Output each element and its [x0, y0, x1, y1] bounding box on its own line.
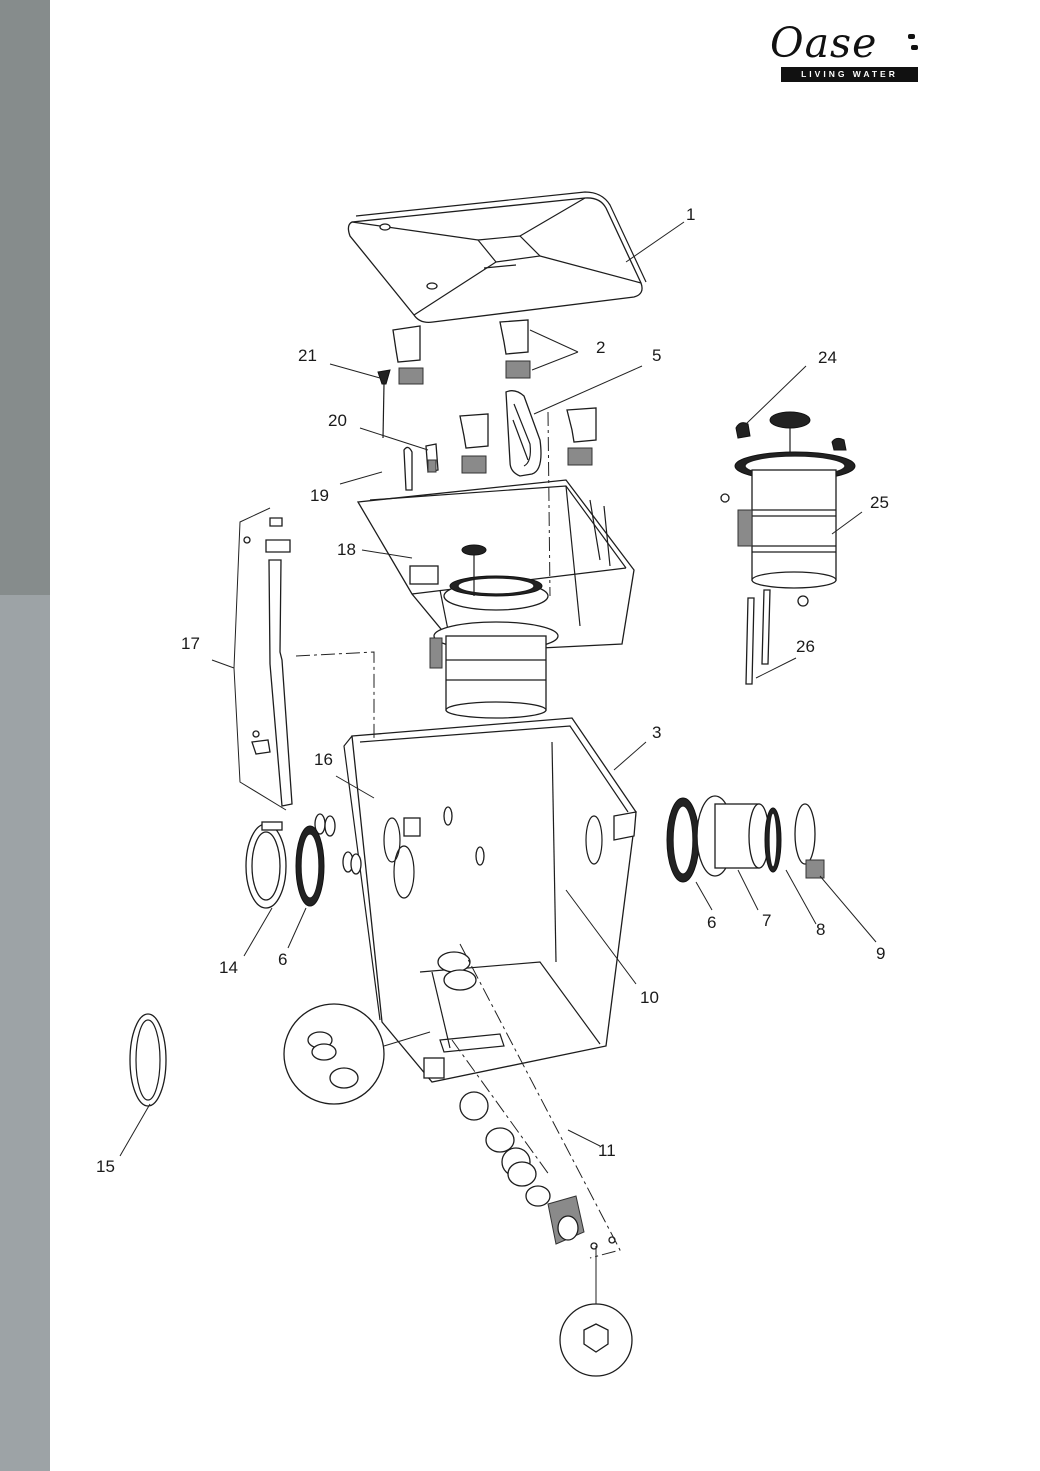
- logo-accent-mark: [911, 45, 918, 50]
- part-rods: [745, 589, 771, 685]
- leader-lines: [119, 221, 877, 1304]
- part-filter-cartridge: [720, 411, 856, 607]
- part-drain-assembly: [437, 951, 616, 1250]
- callout-10: 10: [640, 988, 659, 1007]
- brand-logo: Oase LIVING WATER: [768, 18, 918, 84]
- side-bar-upper: [0, 0, 50, 595]
- callout-18: 18: [337, 540, 356, 559]
- part-outlet-fittings-right: [666, 795, 825, 883]
- callout-8: 8: [816, 920, 826, 939]
- logo-accent-mark: [908, 34, 915, 39]
- part-pins: [377, 369, 439, 491]
- side-color-bar: [0, 0, 50, 1471]
- callout-7: 7: [762, 911, 772, 930]
- callout-25: 25: [870, 493, 889, 512]
- callout-21: 21: [298, 346, 317, 365]
- callout-6-right: 6: [707, 913, 717, 932]
- callout-15: 15: [96, 1157, 115, 1176]
- callout-2: 2: [596, 338, 606, 357]
- callout-5: 5: [652, 346, 662, 365]
- callout-19: 19: [310, 486, 329, 505]
- callout-3: 3: [652, 723, 662, 742]
- detail-circle-plug: [283, 1003, 385, 1105]
- part-ring: [129, 1013, 167, 1107]
- part-hose: [243, 517, 293, 807]
- brand-name: Oase: [770, 19, 878, 67]
- callout-26: 26: [796, 637, 815, 656]
- part-lid: [347, 191, 647, 323]
- part-housing: [343, 717, 637, 1083]
- callout-16: 16: [314, 750, 333, 769]
- callout-20: 20: [328, 411, 347, 430]
- callout-17: 17: [181, 634, 200, 653]
- part-seals: [314, 806, 485, 875]
- brand-tagline: LIVING WATER: [781, 67, 918, 82]
- callout-11: 11: [598, 1141, 616, 1160]
- callout-14: 14: [219, 958, 238, 977]
- callout-1: 1: [686, 205, 696, 224]
- part-frame: [505, 390, 542, 477]
- detail-circle-nut: [559, 1303, 633, 1377]
- callout-9: 9: [876, 944, 886, 963]
- part-clips: [392, 319, 597, 474]
- callout-6-left: 6: [278, 950, 288, 969]
- side-bar-lower: [0, 595, 50, 1471]
- part-filter-insert: [356, 479, 635, 719]
- part-inlet-flange-left: [245, 821, 325, 909]
- callout-24: 24: [818, 348, 837, 367]
